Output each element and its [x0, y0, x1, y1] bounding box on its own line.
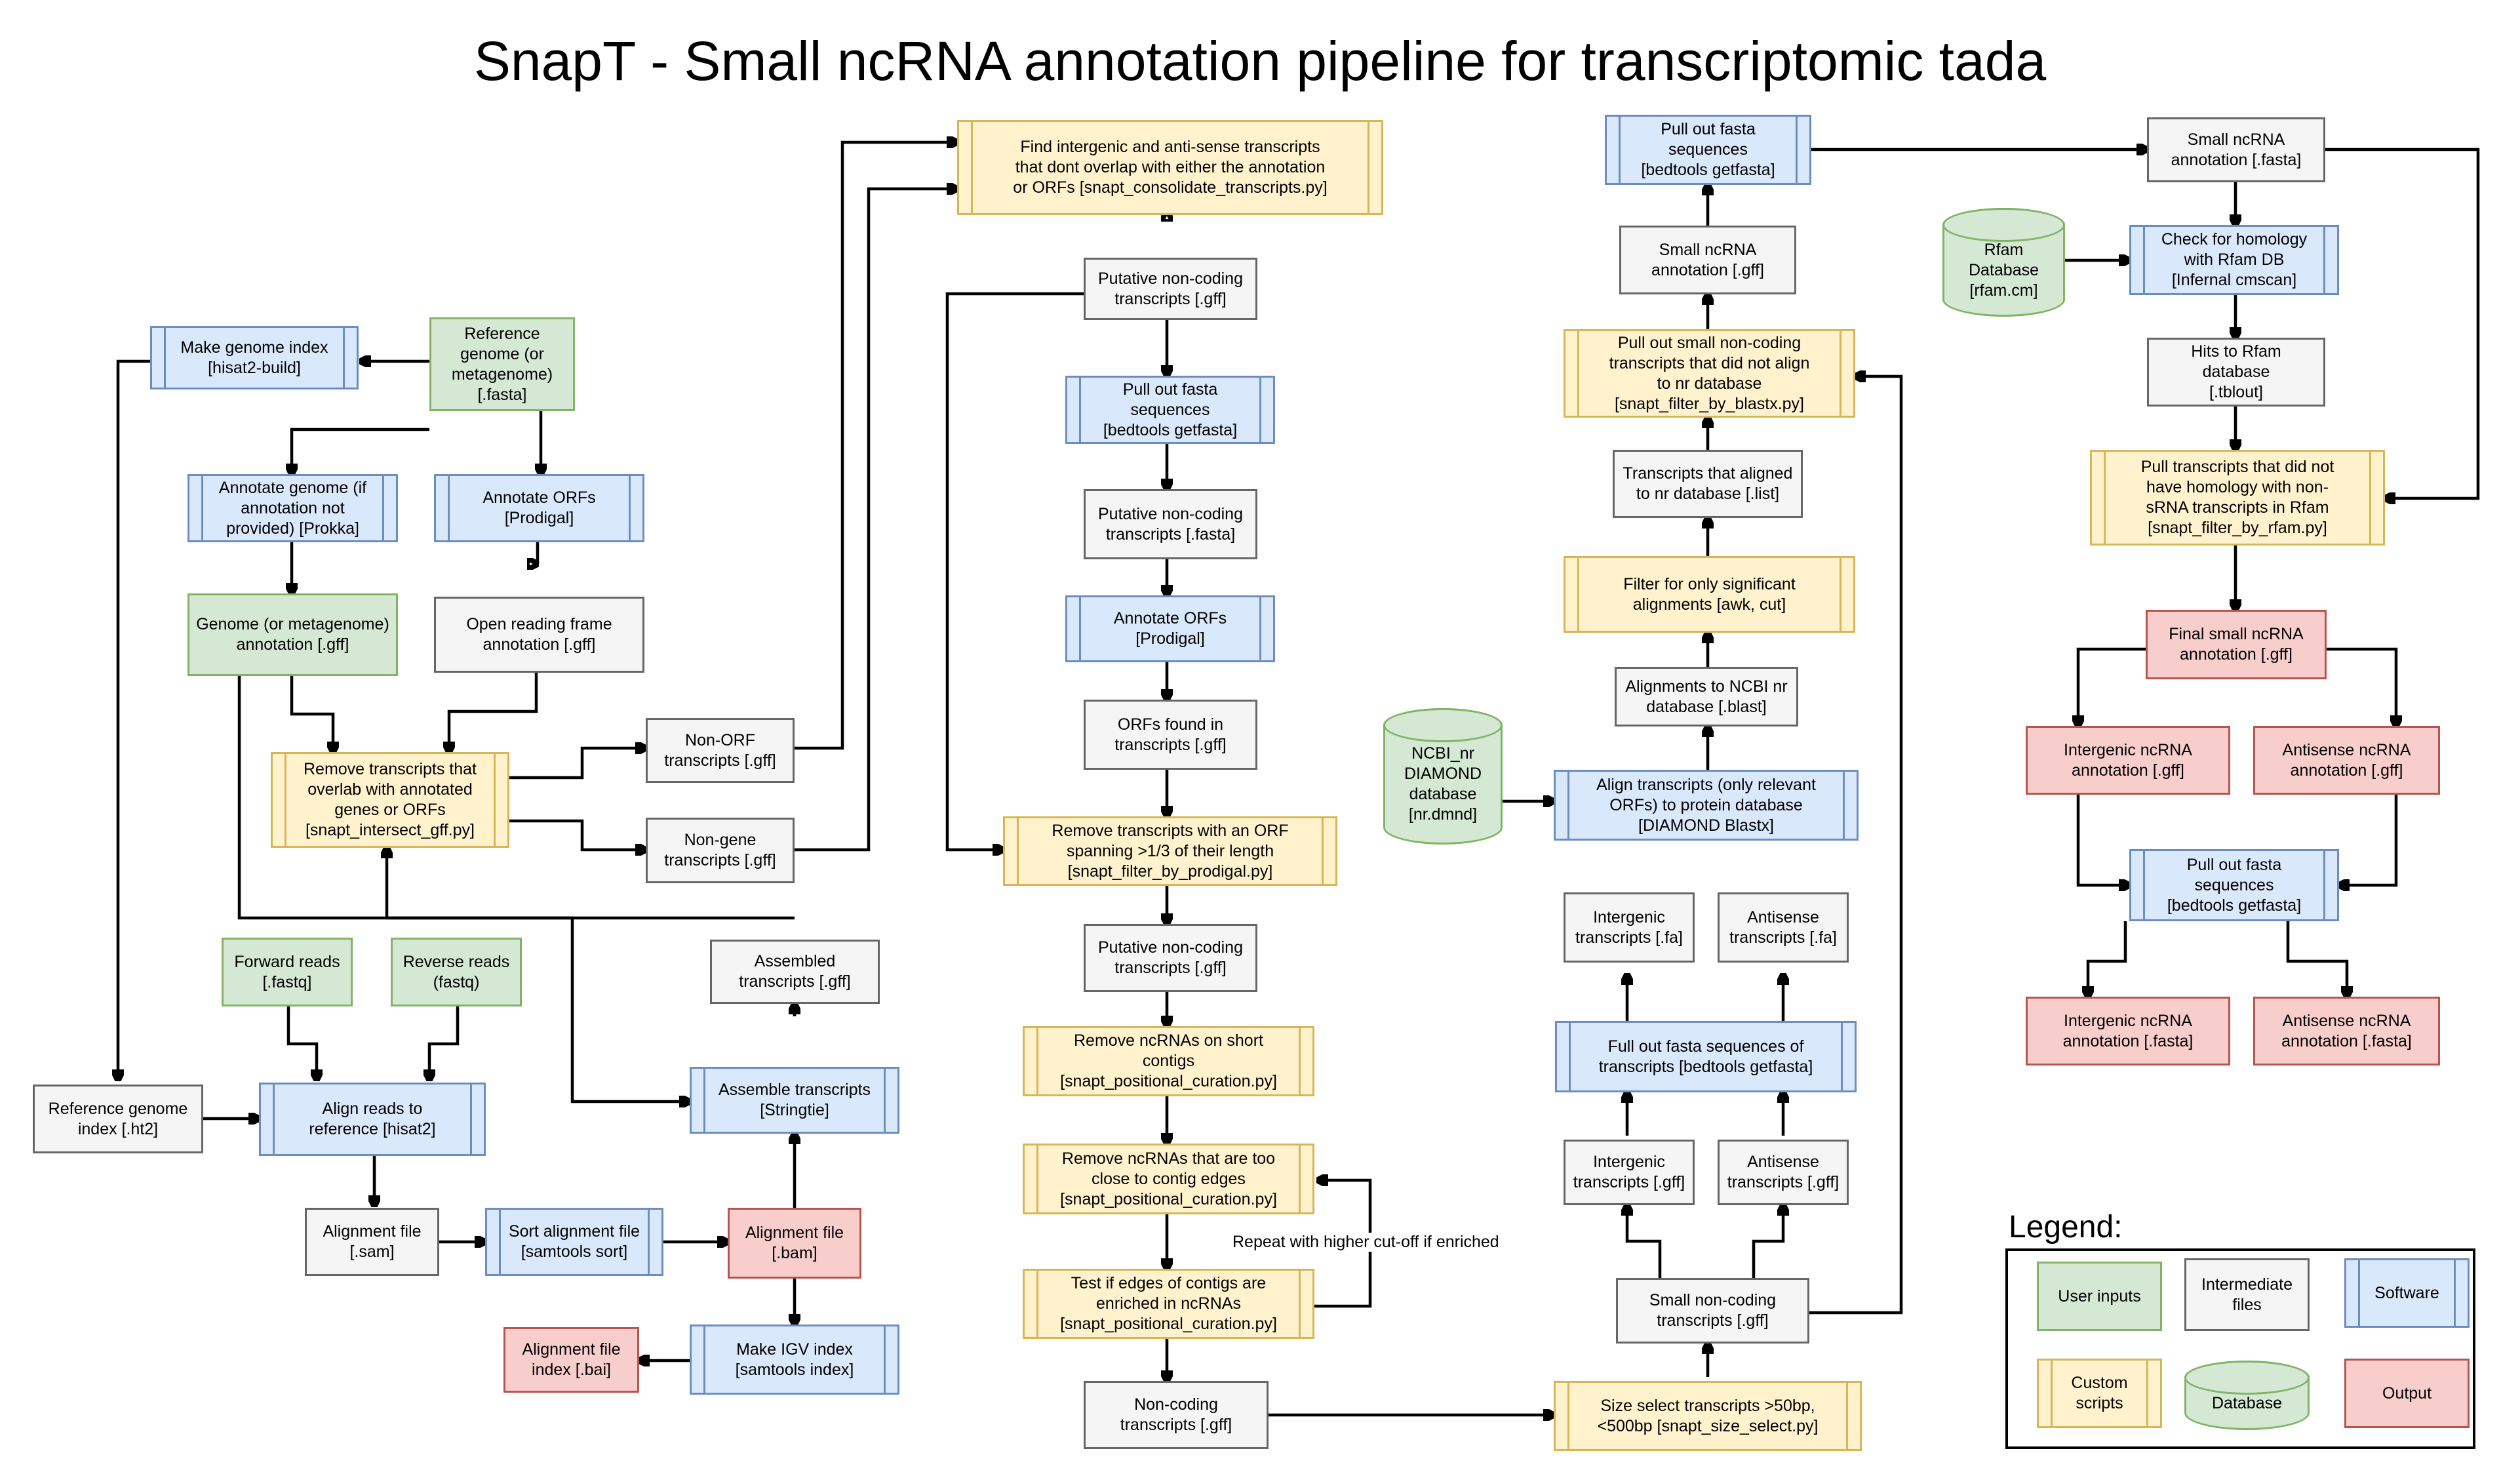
node-putative-gff-2: Putative non-coding transcripts [.gff] — [1084, 924, 1257, 992]
edge — [1752, 1205, 1783, 1292]
node-annotate-genome: Annotate genome (if annotation not provi… — [187, 474, 398, 542]
node-align-reads: Align reads to reference [hisat2] — [259, 1083, 486, 1156]
node-make-igv-index: Make IGV index [samtools index] — [690, 1325, 899, 1395]
node-small-annotation-fasta: Small ncRNA annotation [.fasta] — [2147, 117, 2325, 182]
legend-intermediate-files: Intermediate files — [2184, 1258, 2310, 1331]
node-putative-gff-1: Putative non-coding transcripts [.gff] — [1084, 258, 1257, 320]
node-full-fasta: Full out fasta sequences of transcripts … — [1555, 1021, 1857, 1092]
node-reverse-reads: Reverse reads (fastq) — [391, 938, 522, 1006]
node-rfam-database: Rfam Database [rfam.cm] — [1942, 208, 2065, 317]
node-pull-fasta-right: Pull out fasta sequences [bedtools getfa… — [1605, 115, 1811, 185]
node-annotate-orfs-left: Annotate ORFs [Prodigal] — [434, 474, 644, 542]
edge — [2076, 795, 2129, 885]
edge — [449, 666, 538, 752]
edge — [118, 359, 150, 1080]
node-intergenic-gff: Intergenic transcripts [.gff] — [1564, 1140, 1695, 1205]
edge — [795, 189, 957, 852]
node-test-contig-edges: Test if edges of contigs are enriched in… — [1023, 1269, 1314, 1339]
node-pull-fasta-final: Pull out fasta sequences [bedtools getfa… — [2129, 849, 2339, 921]
node-sort-alignment: Sort alignment file [samtools sort] — [485, 1208, 663, 1276]
legend-output: Output — [2344, 1359, 2470, 1428]
node-antisense-fa: Antisense transcripts [.fa] — [1718, 892, 1849, 963]
node-filter-significant: Filter for only significant alignments [… — [1564, 556, 1855, 633]
legend-custom-scripts: Custom scripts — [2037, 1359, 2162, 1428]
legend-software: Software — [2344, 1258, 2470, 1328]
node-alignments-nr: Alignments to NCBI nr database [.blast] — [1615, 667, 1798, 727]
node-aligned-list: Transcripts that aligned to nr database … — [1613, 450, 1803, 518]
node-genome-annotation: Genome (or metagenome) annotation [.gff] — [187, 593, 398, 676]
edge — [2339, 795, 2398, 885]
node-small-noncoding: Small non-coding transcripts [.gff] — [1616, 1278, 1809, 1344]
node-check-homology: Check for homology with Rfam DB [Inferna… — [2129, 225, 2339, 295]
node-intergenic-fa: Intergenic transcripts [.fa] — [1564, 892, 1695, 963]
node-remove-overlapping: Remove transcripts that overlab with ann… — [271, 752, 509, 848]
node-assemble-transcripts: Assemble transcripts [Stringtie] — [690, 1067, 899, 1134]
node-rfam-hits: Hits to Rfam database [.tblout] — [2147, 338, 2325, 407]
legend-title: Legend: — [2009, 1210, 2123, 1245]
legend-database: Database — [2184, 1361, 2310, 1430]
repeat-edge-label: Repeat with higher cut-off if enriched — [1232, 1233, 1499, 1252]
legend-user-inputs: User inputs — [2037, 1262, 2162, 1331]
node-remove-contig-edges: Remove ncRNAs that are too close to cont… — [1023, 1144, 1314, 1214]
node-assembled-transcripts: Assembled transcripts [.gff] — [710, 940, 880, 1004]
node-alignment-bam: Alignment file [.bam] — [728, 1208, 861, 1279]
edge — [290, 676, 333, 752]
edge — [292, 428, 429, 474]
node-non-gene-transcripts: Non-gene transcripts [.gff] — [646, 818, 795, 883]
node-antisense-ncrna-gff: Antisense ncRNA annotation [.gff] — [2253, 726, 2440, 795]
node-non-orf-transcripts: Non-ORF transcripts [.gff] — [646, 718, 795, 783]
node-pull-fasta-mid: Pull out fasta sequences [bedtools getfa… — [1065, 376, 1275, 444]
node-noncoding-gff: Non-coding transcripts [.gff] — [1084, 1381, 1269, 1449]
node-putative-fasta: Putative non-coding transcripts [.fasta] — [1084, 489, 1257, 559]
node-alignment-sam: Alignment file [.sam] — [305, 1208, 439, 1276]
edge — [2088, 921, 2127, 997]
edge — [509, 819, 646, 850]
node-antisense-ncrna-fasta: Antisense ncRNA annotation [.fasta] — [2253, 997, 2440, 1066]
node-pull-small-noncoding: Pull out small non-coding transcripts th… — [1564, 329, 1855, 418]
edge — [795, 142, 957, 750]
node-reference-genome: Reference genome (or metagenome) [.fasta… — [429, 317, 575, 411]
node-small-annotation-gff: Small ncRNA annotation [.gff] — [1619, 226, 1796, 294]
edge — [237, 676, 690, 1102]
node-remove-short-contigs: Remove ncRNAs on short contigs [snapt_po… — [1023, 1026, 1314, 1096]
node-find-intergenic: Find intergenic and anti-sense transcrip… — [957, 120, 1383, 215]
node-orfs-found: ORFs found in transcripts [.gff] — [1084, 700, 1257, 770]
node-pull-rfam: Pull transcripts that did not have homol… — [2090, 450, 2385, 546]
edge — [387, 848, 795, 920]
node-make-genome-index: Make genome index [hisat2-build] — [150, 326, 359, 389]
node-intergenic-ncrna-gff: Intergenic ncRNA annotation [.gff] — [2026, 726, 2230, 795]
edge — [2325, 148, 2480, 498]
node-size-select: Size select transcripts >50bp, <500bp [s… — [1554, 1381, 1862, 1451]
node-alignment-bai: Alignment file index [.bai] — [503, 1327, 639, 1393]
edge — [429, 1006, 460, 1080]
edge — [2286, 921, 2347, 997]
node-remove-orf-transcripts: Remove transcripts with an ORF spanning … — [1003, 816, 1337, 886]
legend-box — [2005, 1248, 2475, 1449]
node-antisense-gff: Antisense transcripts [.gff] — [1718, 1140, 1849, 1205]
node-forward-reads: Forward reads [.fastq] — [222, 938, 353, 1006]
node-ncbi-database: NCBI_nr DIAMOND database [nr.dmnd] — [1383, 708, 1503, 845]
node-intergenic-ncrna-fasta: Intergenic ncRNA annotation [.fasta] — [2026, 997, 2230, 1066]
node-final-annotation: Final small ncRNA annotation [.gff] — [2146, 610, 2327, 679]
node-annotate-orfs-mid: Annotate ORFs [Prodigal] — [1065, 595, 1275, 662]
node-orf-annotation: Open reading frame annotation [.gff] — [434, 597, 644, 673]
edge — [509, 748, 646, 780]
edge — [286, 1006, 317, 1080]
node-reference-genome-index: Reference genome index [.ht2] — [33, 1085, 203, 1153]
node-align-diamond: Align transcripts (only relevant ORFs) t… — [1554, 770, 1859, 841]
diagram-title: SnapT - Small ncRNA annotation pipeline … — [473, 30, 2047, 92]
edge — [1627, 1205, 1662, 1292]
edge — [945, 292, 1084, 850]
edge — [1809, 376, 1903, 1315]
